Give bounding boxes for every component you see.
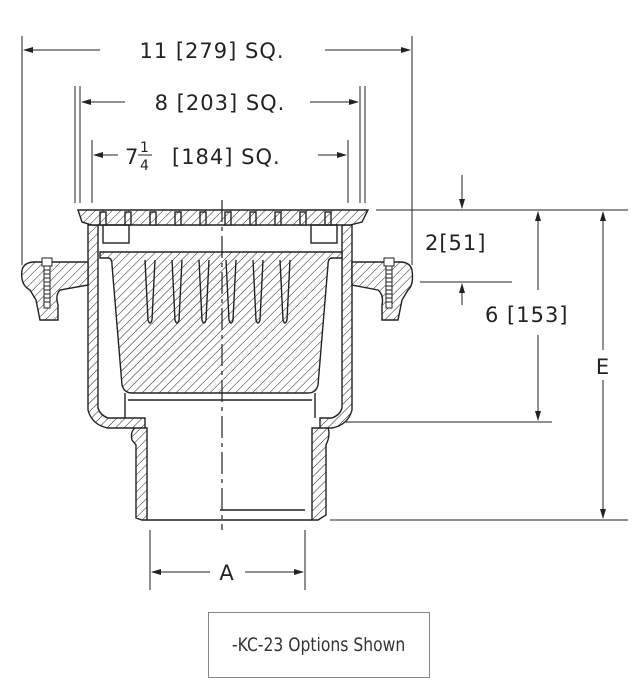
dimension-label-overall: 11 [279] SQ. xyxy=(139,39,284,63)
dimension-label-e: E xyxy=(596,355,610,379)
dimension-label-flange: 2[51] xyxy=(425,231,486,255)
dimension-body-width: 8 [203] SQ. xyxy=(81,91,359,115)
dimension-label-grate-rest: [184] SQ. xyxy=(172,145,281,169)
caption-box: -KC-23 Options Shown xyxy=(208,612,430,678)
dimension-overall-height: E xyxy=(596,211,610,519)
right-clamp xyxy=(351,261,414,321)
dimension-label-grate-whole: 7 xyxy=(125,145,139,169)
grate-bars xyxy=(99,211,332,226)
dimension-flange-height: 2[51] xyxy=(425,175,486,305)
left-clamp xyxy=(20,261,89,321)
dimension-label-body: 8 [203] SQ. xyxy=(155,91,286,115)
left-bolt xyxy=(41,257,53,309)
dimension-body-depth: 6 [153] xyxy=(485,211,569,421)
basket-slots xyxy=(144,259,291,324)
dimension-label-a: A xyxy=(219,561,234,585)
dimension-overall-width: 11 [279] SQ. xyxy=(23,39,411,63)
dimension-label-grate-denominator: 4 xyxy=(140,158,150,174)
right-bolt xyxy=(383,257,395,309)
caption-text: -KC-23 Options Shown xyxy=(232,634,406,656)
dimension-label-depth: 6 [153] xyxy=(485,303,569,327)
extension-lines xyxy=(21,36,628,590)
drain-body xyxy=(20,200,414,530)
dimension-label-grate-numerator: 1 xyxy=(140,140,150,156)
dimension-outlet: A xyxy=(151,561,304,585)
dimension-grate-width: 7 1 4 [184] SQ. xyxy=(93,140,347,174)
